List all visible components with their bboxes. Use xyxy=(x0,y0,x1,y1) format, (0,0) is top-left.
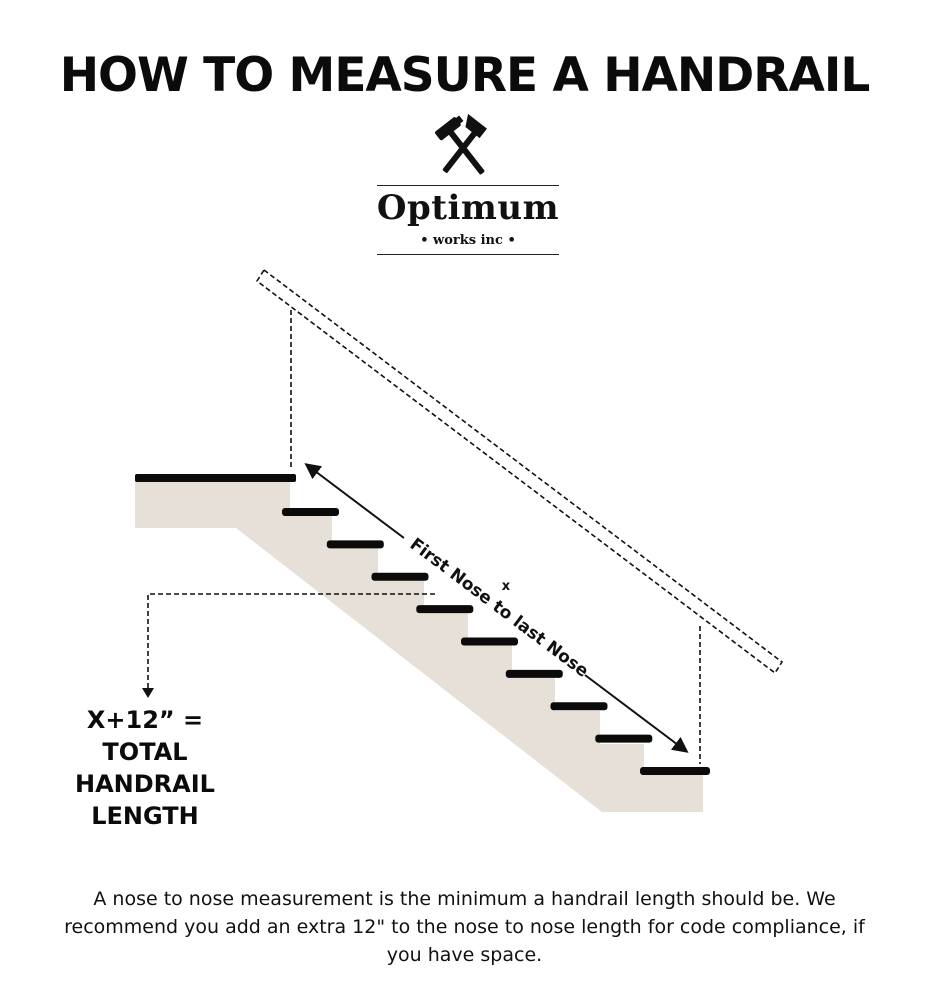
stair-tread xyxy=(505,669,563,678)
measurement-note: A nose to nose measurement is the minimu… xyxy=(64,888,865,966)
total-leader-arrowhead xyxy=(142,688,154,698)
logo-top-rule xyxy=(377,185,559,186)
page-title: HOW TO MEASURE A HANDRAIL xyxy=(59,48,871,103)
stair-tread xyxy=(640,767,710,775)
logo-subtitle: • works inc • xyxy=(420,233,516,248)
company-logo: Optimum • works inc • xyxy=(376,114,560,259)
stair-tread xyxy=(371,572,429,581)
stair-tread xyxy=(326,540,384,549)
measure-arrow-upper xyxy=(304,463,405,539)
stair-tread xyxy=(595,734,653,743)
landing-tread xyxy=(135,474,296,482)
logo-brand-text: Optimum xyxy=(376,188,560,228)
stair-tread xyxy=(461,637,518,646)
stair-tread xyxy=(282,508,339,516)
crossed-tools-icon xyxy=(435,114,487,175)
stair-stringer xyxy=(135,479,703,812)
stair-tread xyxy=(550,702,608,711)
logo-bottom-rule xyxy=(377,254,559,255)
total-handrail-length-label: X+12” = TOTAL HANDRAIL LENGTH xyxy=(75,706,215,830)
stair-treads xyxy=(282,508,710,775)
measure-x-label: x xyxy=(502,579,511,594)
measure-arrow-lower xyxy=(584,674,689,753)
handrail-outline xyxy=(255,268,784,675)
stair-tread xyxy=(416,605,474,614)
